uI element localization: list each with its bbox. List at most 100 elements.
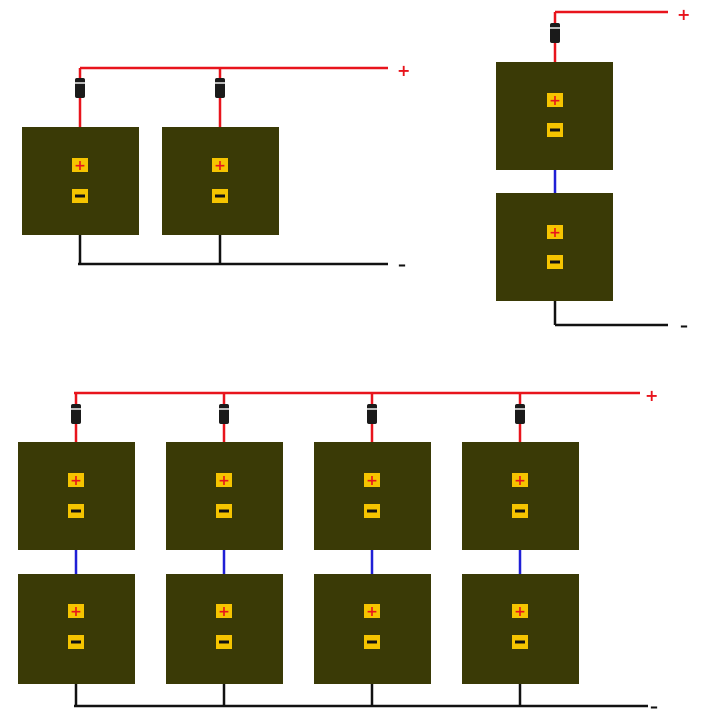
positive-terminal: + [68,604,84,620]
blocking-diode-icon [219,404,229,424]
diode-band [515,408,525,410]
positive-terminal: + [72,158,88,174]
terminal-plus-label: + [549,225,561,241]
terminal-plus-label: + [218,604,230,620]
negative-terminal [216,635,232,649]
blocking-diode-icon [367,404,377,424]
bus-negative-label: – [650,697,658,716]
diode-body [75,78,85,98]
terminal-minus-icon [215,194,225,198]
terminal-plus-label: + [218,473,230,489]
diagram-series: + – + + [496,5,690,335]
solar-panel [496,193,613,301]
terminal-minus-icon [515,509,525,513]
terminal-box [364,473,380,487]
terminal-plus-label: + [366,473,378,489]
negative-terminal [72,189,88,203]
negative-terminal [364,635,380,649]
solar-panel [462,574,579,684]
negative-terminal [547,255,563,269]
blocking-diode-icon [215,78,225,98]
terminal-plus-label: + [514,473,526,489]
solar-panel [314,442,431,550]
positive-terminal: + [216,473,232,489]
terminal-box [216,473,232,487]
negative-terminal [212,189,228,203]
terminal-box [547,93,563,107]
solar-panel [314,574,431,684]
solar-panel [22,127,139,235]
terminal-minus-icon [550,128,560,132]
bus-negative-label: – [680,316,688,335]
terminal-minus-icon [75,194,85,198]
diode-body [215,78,225,98]
terminal-box [68,473,84,487]
diode-band [367,408,377,410]
terminal-plus-label: + [74,158,86,174]
terminal-box [512,604,528,618]
positive-terminal: + [364,604,380,620]
terminal-plus-label: + [514,604,526,620]
positive-terminal: + [512,604,528,620]
terminal-minus-icon [515,640,525,644]
terminal-plus-label: + [549,93,561,109]
solar-panel [18,442,135,550]
diode-band [71,408,81,410]
positive-terminal: + [547,93,563,109]
negative-terminal [512,504,528,518]
terminal-minus-icon [367,640,377,644]
negative-terminal [547,123,563,137]
diode-band [75,82,85,84]
terminal-minus-icon [219,509,229,513]
negative-terminal [68,635,84,649]
terminal-box [216,604,232,618]
negative-terminal [216,504,232,518]
terminal-box [212,158,228,172]
solar-panel [166,574,283,684]
positive-terminal: + [212,158,228,174]
diode-body [71,404,81,424]
solar-panel [496,62,613,170]
terminal-minus-icon [219,640,229,644]
terminal-minus-icon [550,260,560,264]
positive-terminal: + [68,473,84,489]
solar-panel [166,442,283,550]
terminal-box [512,473,528,487]
blocking-diode-icon [71,404,81,424]
terminal-box [68,604,84,618]
terminal-box [72,158,88,172]
solar-panel [18,574,135,684]
bus-negative-label: – [398,255,406,274]
diagram-parallel: + – + + [22,61,410,274]
blocking-diode-icon [550,23,560,43]
blocking-diode-icon [515,404,525,424]
positive-terminal: + [364,473,380,489]
positive-terminal: + [216,604,232,620]
terminal-minus-icon [71,509,81,513]
diode-body [219,404,229,424]
terminal-plus-label: + [70,604,82,620]
blocking-diode-icon [75,78,85,98]
bus-positive-label: + [397,61,410,80]
positive-terminal: + [547,225,563,241]
terminal-minus-icon [71,640,81,644]
diode-band [550,27,560,29]
solar-panel [462,442,579,550]
terminal-plus-label: + [70,473,82,489]
solar-panel [162,127,279,235]
bus-positive-label: + [677,5,690,24]
terminal-plus-label: + [366,604,378,620]
diode-body [515,404,525,424]
terminal-box [364,604,380,618]
diode-body [550,23,560,43]
terminal-plus-label: + [214,158,226,174]
negative-terminal [364,504,380,518]
diode-band [219,408,229,410]
diode-band [215,82,225,84]
diagram-series-parallel: + – + + + + + + + + [18,386,658,716]
bus-positive-label: + [645,386,658,405]
negative-terminal [68,504,84,518]
positive-terminal: + [512,473,528,489]
terminal-box [547,225,563,239]
